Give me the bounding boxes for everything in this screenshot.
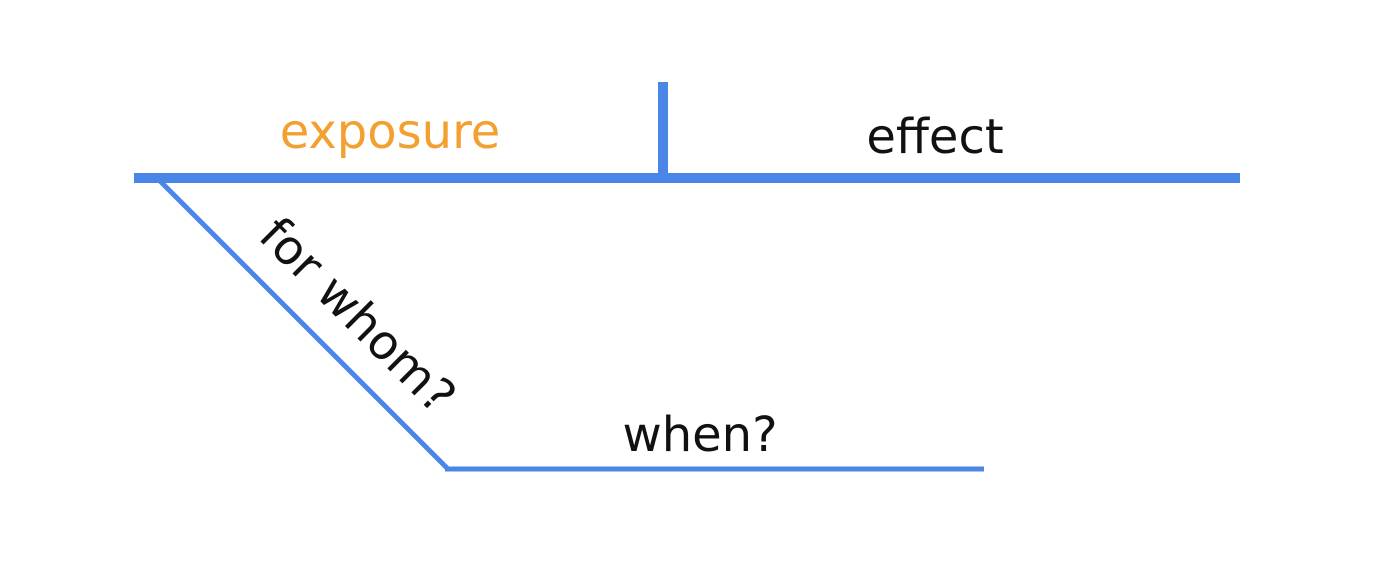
when-label: when? — [622, 407, 777, 463]
effect-label: effect — [866, 109, 1003, 165]
for-whom-label: for whom? — [248, 207, 466, 425]
modifier-diagonal — [158, 179, 449, 470]
exposure-label: exposure — [280, 104, 501, 160]
